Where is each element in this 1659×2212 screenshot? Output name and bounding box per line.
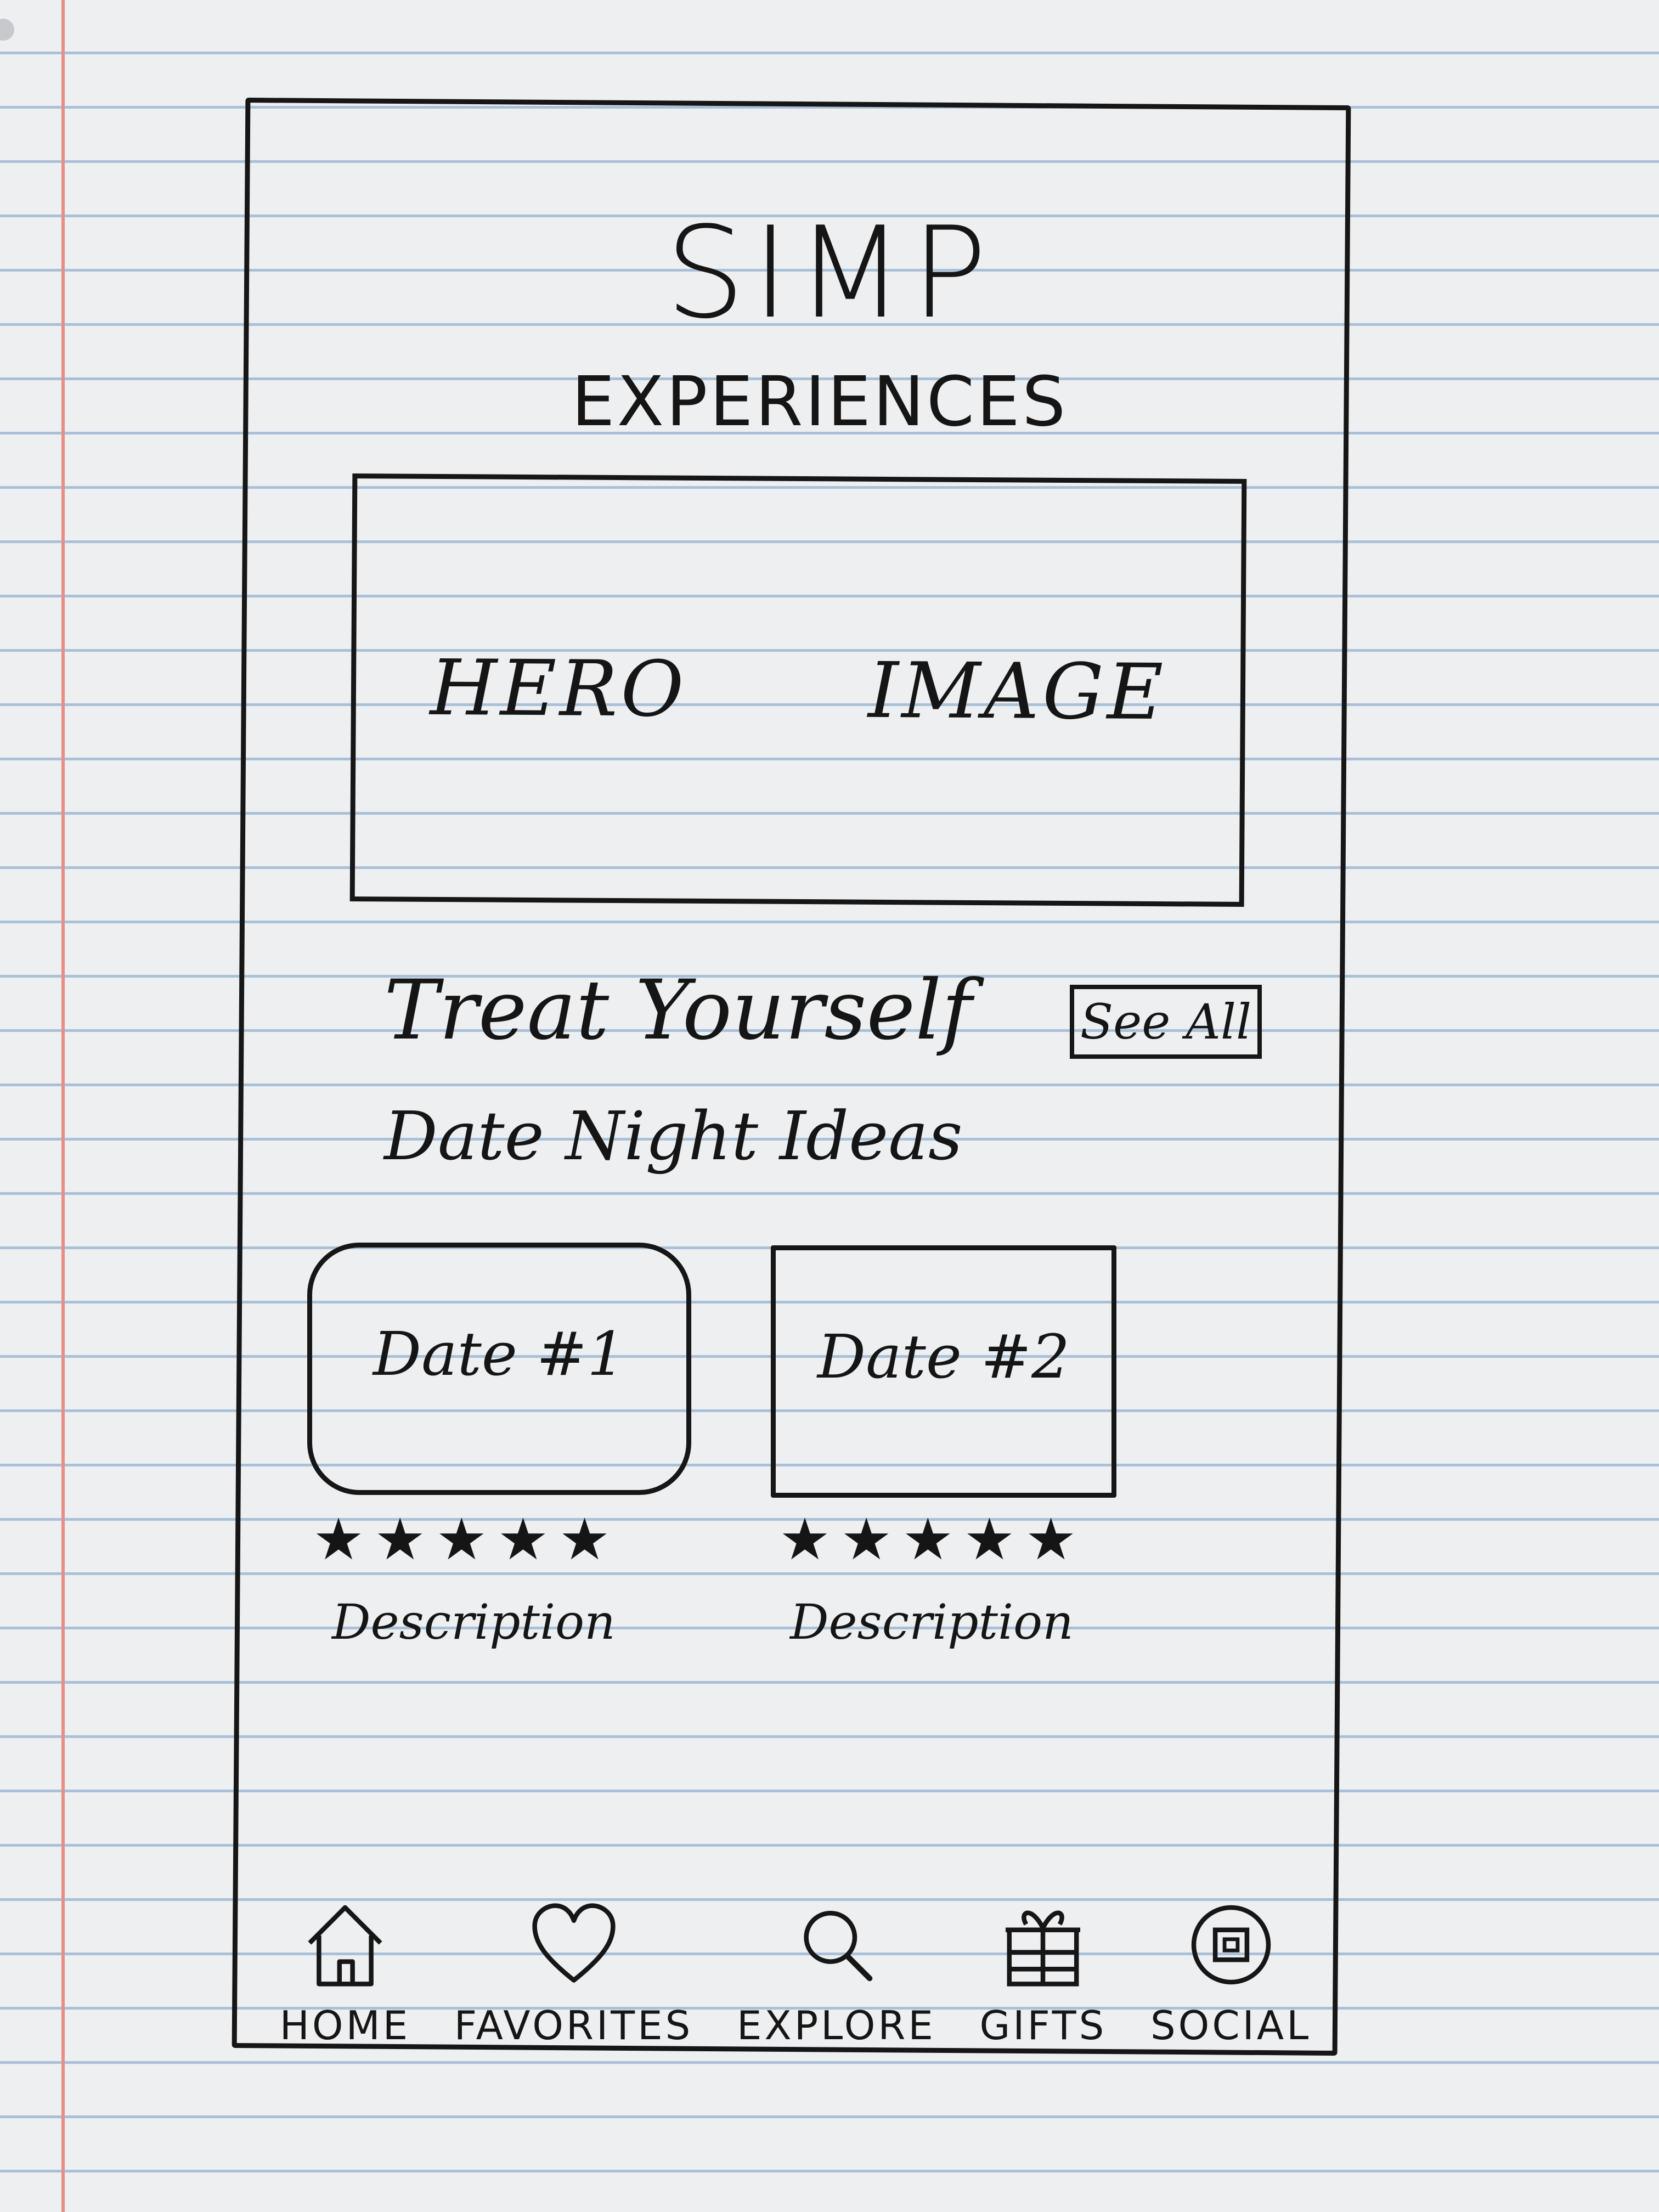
nav-label: SOCIAL xyxy=(1150,2002,1312,2049)
star-rating: ★★★★★ xyxy=(779,1506,1087,1573)
home-icon xyxy=(308,1905,382,1987)
heart-icon xyxy=(532,1903,616,1983)
hero-label-word2: IMAGE xyxy=(867,646,1167,738)
date-card-description: Description xyxy=(790,1594,1074,1650)
date-card-description: Description xyxy=(332,1594,616,1650)
nav-item-favorites[interactable]: FAVORITES xyxy=(454,1898,693,2063)
nav-label: EXPLORE xyxy=(736,2002,936,2049)
nav-item-gifts[interactable]: GIFTS xyxy=(980,1898,1107,2063)
app-title: SIMP xyxy=(665,200,994,347)
bottom-nav: HOME FAVORITES EXPLORE GIFTS SOCIAL xyxy=(258,1898,1333,2063)
paper-margin-line xyxy=(61,0,65,2212)
binder-hole xyxy=(0,19,14,41)
nav-item-explore[interactable]: EXPLORE xyxy=(737,1898,936,2063)
app-subtitle: EXPERIENCES xyxy=(571,362,1068,442)
nav-label: GIFTS xyxy=(979,2002,1107,2049)
date-card-1[interactable]: Date #1 xyxy=(307,1243,691,1495)
hero-label-word1: HERO xyxy=(430,643,687,735)
nav-item-home[interactable]: HOME xyxy=(280,1898,410,2063)
see-all-button[interactable]: See All xyxy=(1070,985,1262,1059)
star-rating: ★★★★★ xyxy=(313,1506,620,1573)
date-card-label: Date #2 xyxy=(817,1322,1070,1392)
section-subtitle: Date Night Ideas xyxy=(384,1097,963,1175)
date-card-2[interactable]: Date #2 xyxy=(771,1245,1116,1498)
section-title: Treat Yourself xyxy=(384,963,972,1058)
nav-label: FAVORITES xyxy=(454,2002,693,2049)
social-icon xyxy=(1191,1905,1271,1985)
search-icon xyxy=(804,1910,873,1982)
nav-label: HOME xyxy=(279,2002,411,2049)
gift-icon xyxy=(1006,1910,1081,1987)
nav-item-social[interactable]: SOCIAL xyxy=(1150,1898,1311,2063)
hero-image[interactable]: HERO IMAGE xyxy=(349,473,1247,907)
date-card-label: Date #1 xyxy=(373,1319,626,1389)
